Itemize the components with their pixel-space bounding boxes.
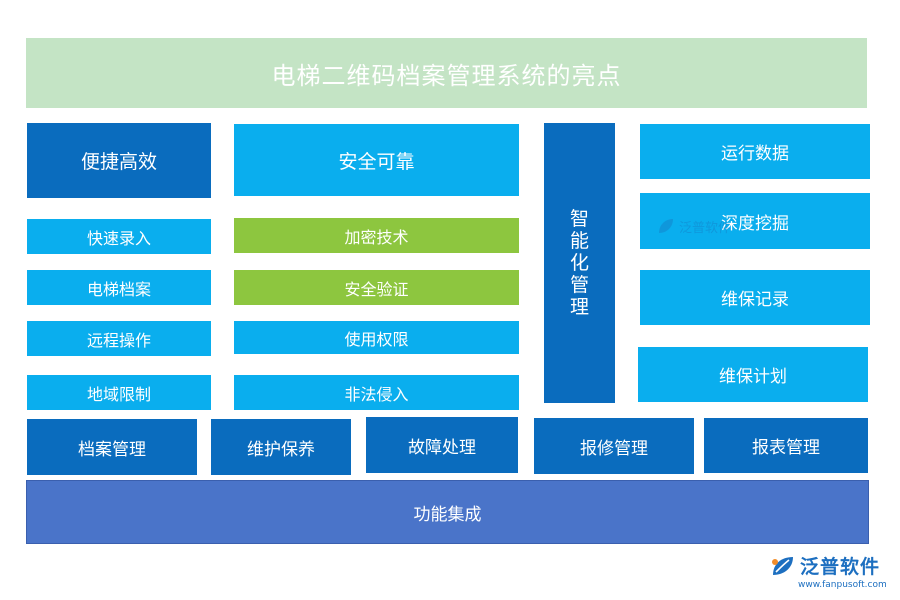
watermark: 泛普软件 <box>656 216 731 236</box>
watermark-text: 泛普软件 <box>679 220 732 236</box>
col4-item: 运行数据 <box>640 124 870 179</box>
col3-char: 管 <box>569 274 589 296</box>
diagram-title: 电梯二维码档案管理系统的亮点 <box>26 38 867 108</box>
leaf-logo-icon <box>772 556 793 575</box>
bottom-item: 报修管理 <box>534 418 694 474</box>
base-bar: 功能集成 <box>26 480 869 544</box>
col3-char: 能 <box>569 230 589 252</box>
col3-vertical-header: 智 能 化 管 理 <box>544 123 615 403</box>
col2-item: 使用权限 <box>234 321 519 354</box>
brand-logo: 泛普软件 <box>770 552 880 579</box>
col1-header: 便捷高效 <box>27 123 211 198</box>
col1-item: 电梯档案 <box>27 270 211 305</box>
bottom-item: 故障处理 <box>366 417 518 473</box>
leaf-logo-icon <box>659 219 673 233</box>
col3-char: 化 <box>569 252 589 274</box>
col1-item: 远程操作 <box>27 321 211 356</box>
bottom-item: 报表管理 <box>704 418 868 473</box>
col2-item: 加密技术 <box>234 218 519 253</box>
col3-char: 智 <box>569 208 589 230</box>
bottom-item: 维护保养 <box>211 419 351 475</box>
bottom-item: 档案管理 <box>27 419 197 475</box>
col2-item: 非法侵入 <box>234 375 519 410</box>
col3-char: 理 <box>569 296 589 318</box>
col1-item: 快速录入 <box>27 219 211 254</box>
col2-item: 安全验证 <box>234 270 519 305</box>
col4-item: 维保计划 <box>638 347 868 402</box>
col2-header: 安全可靠 <box>234 124 519 196</box>
logo-name: 泛普软件 <box>800 556 881 578</box>
col1-item: 地域限制 <box>27 375 211 410</box>
col4-item: 深度挖掘 <box>640 193 870 249</box>
logo-url: www.fanpusoft.com <box>798 580 887 590</box>
col4-item: 维保记录 <box>640 270 870 325</box>
